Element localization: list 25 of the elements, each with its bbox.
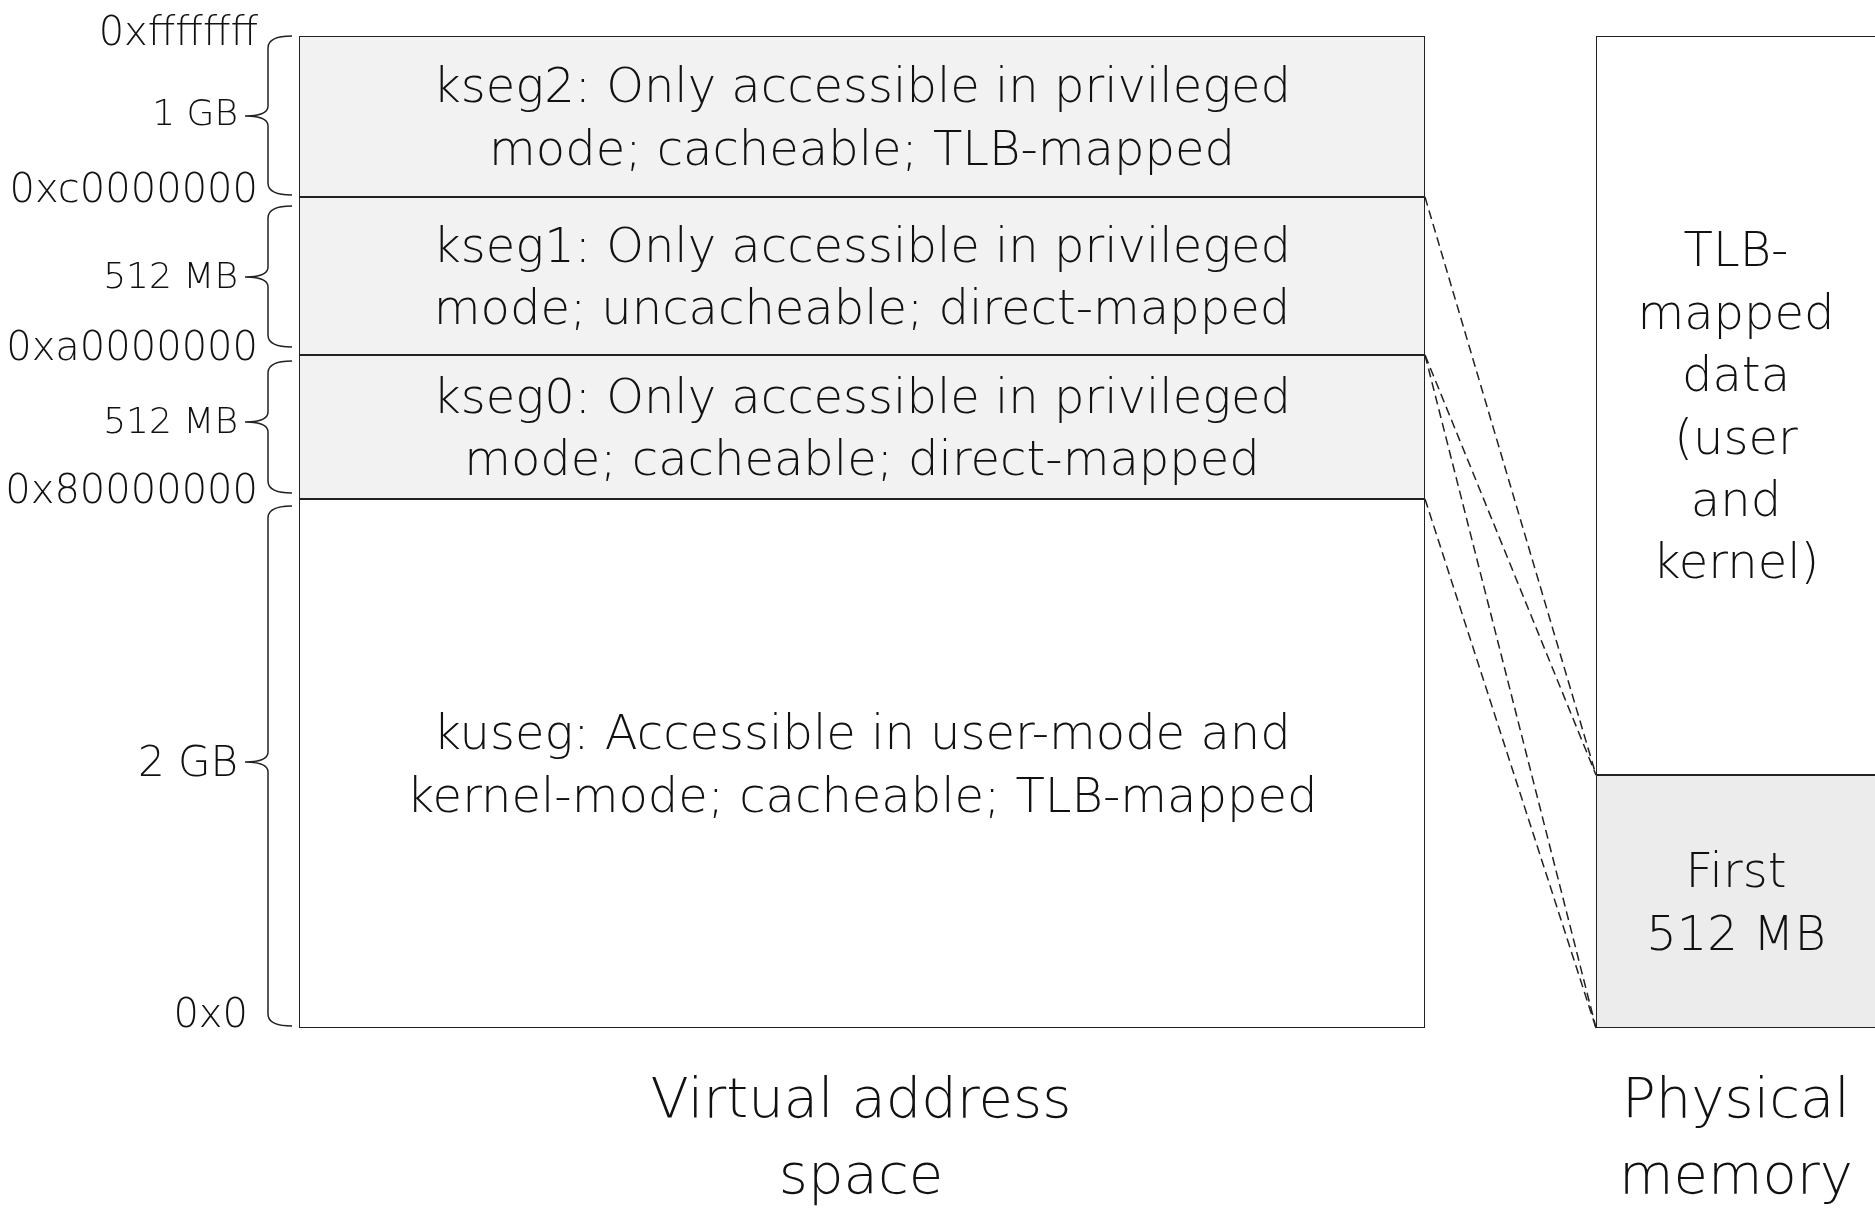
memory-segment-box — [299, 197, 1425, 355]
segment-description: First 512 MB — [1645, 841, 1827, 963]
address-label: 0xffffffff — [98, 8, 258, 54]
memory-region-box — [1596, 36, 1875, 775]
size-label: 512 MB — [103, 255, 238, 297]
address-label: 0x80000000 — [5, 466, 258, 512]
segment-description: kseg2: Only accessible in privileged mode; cacheable; TLB-mapped — [432, 56, 1292, 178]
memory-region-box — [1596, 775, 1875, 1028]
panel-caption: Physical memory — [1618, 1064, 1854, 1208]
address-label: 0xa0000000 — [6, 323, 258, 369]
size-label: 1 GB — [152, 92, 238, 134]
dashed-mapping-line — [1424, 196, 1597, 1029]
dashed-mapping-line — [1424, 354, 1597, 1029]
address-label: 0xc0000000 — [9, 165, 258, 211]
segment-description: kseg1: Only accessible in privileged mode; uncacheable; direct-mapped — [432, 215, 1292, 337]
segment-description: kuseg: Accessible in user-mode and kernel-mode; cacheable; TLB-mapped — [405, 703, 1319, 825]
segment-description: TLB-mapped data (user and kernel) — [1636, 220, 1836, 592]
size-label: 2 GB — [137, 736, 238, 786]
memory-segment-box — [299, 36, 1425, 197]
panel-caption: Virtual address space — [649, 1064, 1073, 1208]
segment-description: kseg0: Only accessible in privileged mode; cacheable; direct-mapped — [432, 366, 1292, 488]
address-label: 0x0 — [173, 990, 248, 1036]
size-label: 512 MB — [103, 400, 238, 442]
memory-segment-box — [299, 355, 1425, 499]
memory-segment-box — [299, 499, 1425, 1028]
